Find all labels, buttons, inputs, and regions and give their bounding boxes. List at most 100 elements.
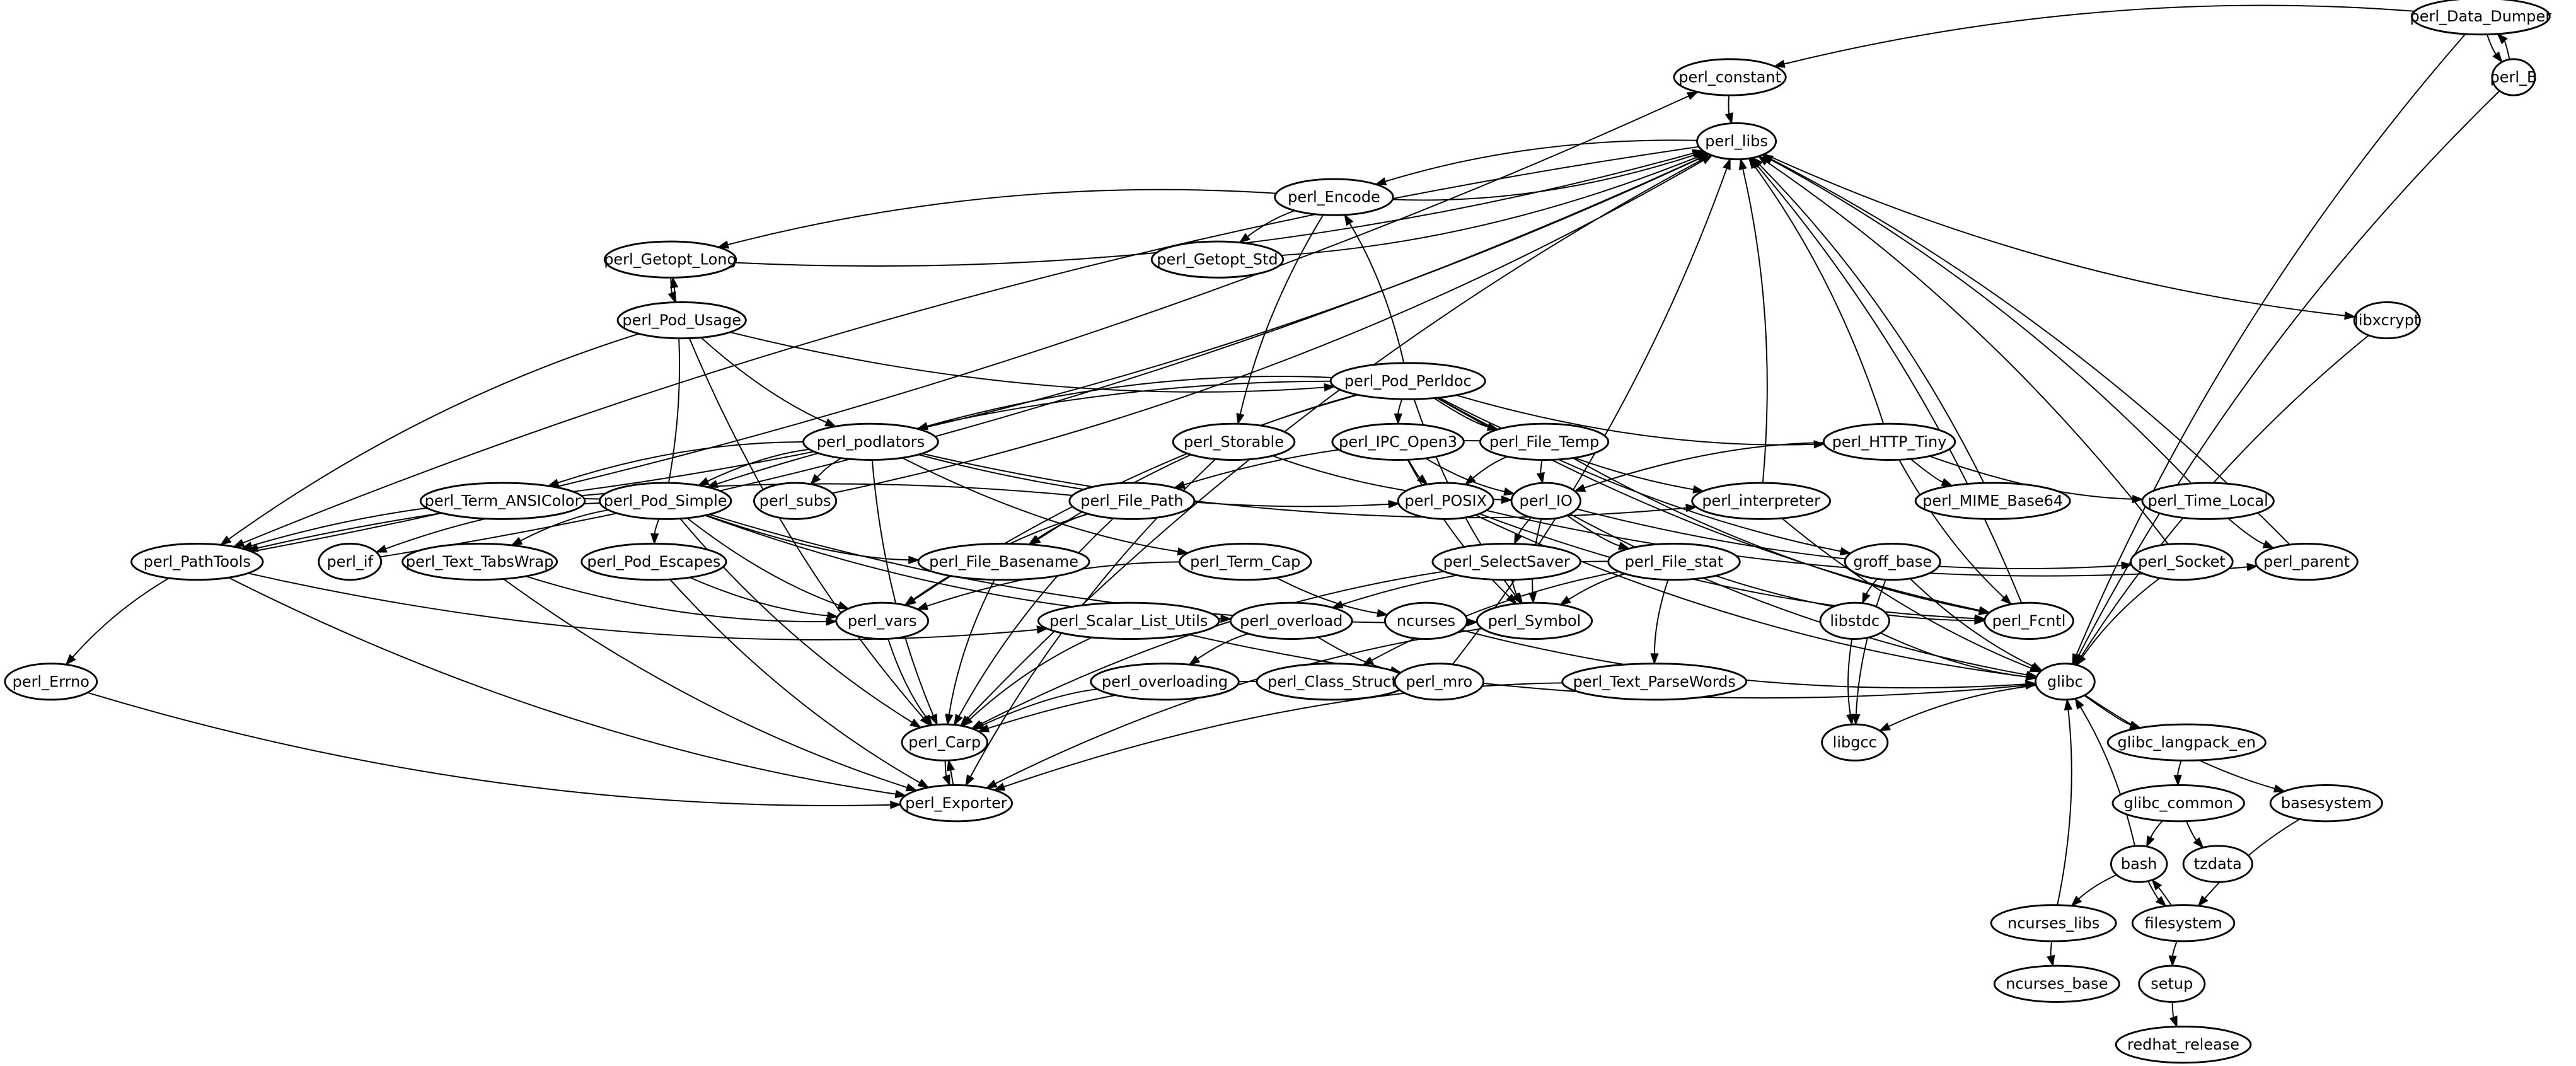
edge-line <box>2227 518 2265 545</box>
node-label: perl_PathTools <box>144 553 251 571</box>
edge-line <box>700 337 827 424</box>
node-perl_IO[interactable]: perl_IO <box>1510 482 1581 520</box>
edge-line <box>251 95 1689 552</box>
node-perl_if[interactable]: perl_if <box>318 543 383 581</box>
node-perl_overload[interactable]: perl_overload <box>1229 601 1353 640</box>
node-perl_File_Path[interactable]: perl_File_Path <box>1068 482 1196 520</box>
node-basesystem[interactable]: basesystem <box>2269 784 2383 823</box>
node-perl_Socket[interactable]: perl_Socket <box>2130 543 2234 581</box>
node-perl_Fcntl[interactable]: perl_Fcntl <box>1984 601 2074 640</box>
node-libgcc[interactable]: libgcc <box>1821 723 1889 762</box>
node-perl_Symbol[interactable]: perl_Symbol <box>1476 601 1593 640</box>
edge-perl_Encode-to-perl_Getopt_Std <box>1239 210 1295 243</box>
node-libstdc[interactable]: libstdc <box>1819 601 1890 640</box>
node-perl_subs[interactable]: perl_subs <box>753 482 838 520</box>
arrowhead-icon <box>1813 440 1825 449</box>
node-shape <box>1476 601 1593 640</box>
node-ncurses_libs[interactable]: ncurses_libs <box>1990 904 2117 942</box>
node-perl_File_Temp[interactable]: perl_File_Temp <box>1479 422 1610 461</box>
edge-line <box>995 628 1483 784</box>
node-shape <box>2255 543 2359 581</box>
node-label: perl_if <box>326 553 373 571</box>
node-perl_libs[interactable]: perl_libs <box>1696 122 1777 161</box>
node-perl_IPC_Open3[interactable]: perl_IPC_Open3 <box>1331 422 1465 461</box>
node-perl_vars[interactable]: perl_vars <box>835 601 930 640</box>
node-perl_Errno[interactable]: perl_Errno <box>4 663 98 701</box>
node-perl_Storable[interactable]: perl_Storable <box>1172 422 1296 461</box>
node-perl_Scalar_List_Utils[interactable]: perl_Scalar_List_Utils <box>1037 601 1220 640</box>
arrowhead-icon <box>2173 775 2182 787</box>
node-perl_Text_TabsWrap[interactable]: perl_Text_TabsWrap <box>401 543 558 581</box>
node-perl_HTTP_Tiny[interactable]: perl_HTTP_Tiny <box>1822 422 1956 461</box>
node-perl_Term_Cap[interactable]: perl_Term_Cap <box>1179 543 1312 581</box>
arrowhead-icon <box>1773 59 1786 68</box>
node-label: perl_Time_Local <box>2148 492 2268 510</box>
node-shape <box>2110 845 2168 883</box>
node-perl_POSIX[interactable]: perl_POSIX <box>1397 482 1494 520</box>
node-label: perl_POSIX <box>1404 492 1487 510</box>
node-label: perl_overloading <box>1102 673 1228 690</box>
edge-line <box>689 577 828 617</box>
edge-line <box>503 578 908 789</box>
node-perl_parent[interactable]: perl_parent <box>2255 543 2359 581</box>
node-perl_Pod_Perldoc[interactable]: perl_Pod_Perldoc <box>1329 362 1486 400</box>
node-shape <box>1691 482 1832 520</box>
node-perl_Pod_Escapes[interactable]: perl_Pod_Escapes <box>580 543 727 581</box>
node-perl_Getopt_Long[interactable]: perl_Getopt_Long <box>603 240 737 279</box>
node-groff_base[interactable]: groff_base <box>1844 543 1941 581</box>
node-perl_Term_ANSIColor[interactable]: perl_Term_ANSIColor <box>419 482 586 520</box>
node-perl_interpreter[interactable]: perl_interpreter <box>1691 482 1832 520</box>
node-ncurses[interactable]: ncurses <box>1383 601 1469 640</box>
edge-line <box>1757 165 2023 603</box>
arrowhead-icon <box>961 715 973 727</box>
node-label: perl_Class_Struct <box>1268 673 1397 690</box>
node-label: perl_Pod_Usage <box>622 311 741 329</box>
node-setup[interactable]: setup <box>2138 965 2206 1003</box>
edge-line <box>1433 397 1489 428</box>
node-perl_Carp[interactable]: perl_Carp <box>901 723 988 762</box>
node-perl_overloading[interactable]: perl_overloading <box>1090 663 1240 701</box>
node-perl_podlators[interactable]: perl_podlators <box>802 422 939 461</box>
node-perl_Time_Local[interactable]: perl_Time_Local <box>2141 482 2275 520</box>
node-perl_Pod_Usage[interactable]: perl_Pod_Usage <box>616 301 747 340</box>
edge-line <box>1276 577 1378 614</box>
node-glibc_langpack_en[interactable]: glibc_langpack_en <box>2106 723 2267 762</box>
node-perl_B[interactable]: perl_B <box>2490 58 2537 96</box>
edge-line <box>2157 887 2173 906</box>
node-perl_File_Basename[interactable]: perl_File_Basename <box>917 543 1090 581</box>
node-perl_File_stat[interactable]: perl_File_stat <box>1607 543 1741 581</box>
node-ncurses_base[interactable]: ncurses_base <box>1993 965 2120 1003</box>
node-glibc[interactable]: glibc <box>2035 663 2096 701</box>
node-perl_PathTools[interactable]: perl_PathTools <box>130 543 264 581</box>
node-perl_MIME_Base64[interactable]: perl_MIME_Base64 <box>1914 482 2071 520</box>
node-perl_mro[interactable]: perl_mro <box>1394 663 1485 701</box>
node-shape <box>1431 543 1581 581</box>
node-perl_Class_Struct[interactable]: perl_Class_Struct <box>1256 663 1409 701</box>
node-bash[interactable]: bash <box>2110 845 2168 883</box>
node-perl_Exporter[interactable]: perl_Exporter <box>899 784 1014 823</box>
node-libxcrypt[interactable]: libxcrypt <box>2353 301 2421 340</box>
edge-line <box>1239 214 1324 415</box>
edge-perl_libs-to-perl_PathTools <box>233 146 1699 548</box>
arrowhead-icon <box>2030 662 2043 671</box>
edge-libstdc-to-libgcc <box>1846 639 1855 726</box>
node-filesystem[interactable]: filesystem <box>2131 904 2236 942</box>
edge-line <box>902 457 1179 552</box>
node-redhat_release[interactable]: redhat_release <box>2115 1026 2252 1064</box>
node-perl_constant[interactable]: perl_constant <box>1673 58 1787 96</box>
node-glibc_common[interactable]: glibc_common <box>2111 784 2245 823</box>
node-perl_Pod_Simple[interactable]: perl_Pod_Simple <box>598 482 732 520</box>
node-perl_Data_Dumper[interactable]: perl_Data_Dumper <box>2410 0 2552 36</box>
edge-line <box>2079 707 2136 847</box>
node-tzdata[interactable]: tzdata <box>2182 845 2253 883</box>
node-perl_SelectSaver[interactable]: perl_SelectSaver <box>1431 543 1581 581</box>
arrowhead-icon <box>219 535 232 546</box>
node-label: ncurses_base <box>2006 975 2108 993</box>
arrowhead-icon <box>233 538 245 548</box>
arrowhead-icon <box>1650 653 1659 665</box>
node-perl_Text_ParseWords[interactable]: perl_Text_ParseWords <box>1561 663 1748 701</box>
edge-perl_Pod_Usage-to-perl_Pod_Perldoc <box>729 332 1336 393</box>
arrowhead-icon <box>1761 154 1774 163</box>
node-perl_Encode[interactable]: perl_Encode <box>1274 178 1394 216</box>
node-perl_Getopt_Std[interactable]: perl_Getopt_Std <box>1150 240 1285 279</box>
